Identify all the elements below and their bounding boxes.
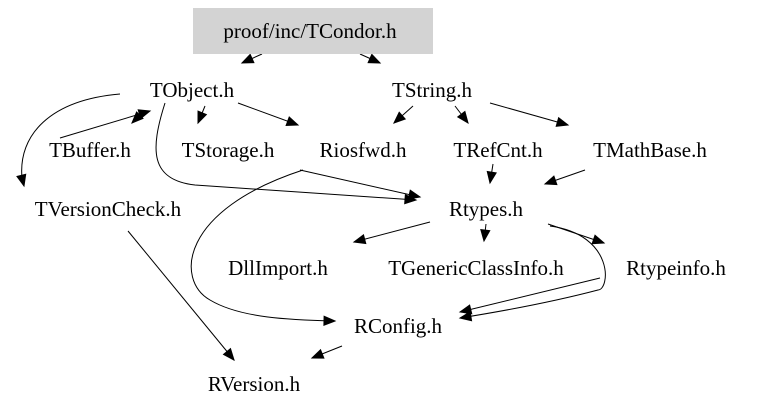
node-tcondor: proof/inc/TCondor.h [223,19,397,43]
edge-tobject-to-tversioncheck [21,93,121,187]
edge-layer [16,53,606,362]
node-tversioncheck: TVersionCheck.h [35,197,182,221]
edge-rtypeinfo-to-rconfig [459,277,601,313]
edge-rtypes-to-rtypeinfo-arrowhead [591,234,606,245]
node-tstring: TString.h [392,78,472,102]
node-tgenericclassinfo: TGenericClassInfo.h [388,256,564,280]
edge-tobject-to-riosfwd-arrowhead [285,116,300,126]
edge-tobject-to-tstorage-arrowhead [197,110,208,125]
node-rtypeinfo: Rtypeinfo.h [626,256,726,280]
edge-tstring-to-tmathbase [489,102,569,126]
edge-tversioncheck-to-rversion-arrowhead [222,347,235,362]
edge-tobject-to-tversioncheck-arrowhead [16,173,27,188]
root-node-box [193,8,433,54]
node-rversion: RVersion.h [208,372,301,396]
edge-tbuffer-to-tobject-arrowhead [137,109,152,120]
edge-rtypes-to-dllimport-arrowhead [352,234,367,245]
node-trefcnt: TRefCnt.h [453,138,543,162]
node-riosfwd: Riosfwd.h [320,138,407,162]
edge-tbuffer-to-tobject [59,110,151,139]
edge-rtypes-to-rconfig [459,225,606,319]
edge-tobject-to-rtypes [155,102,417,201]
node-tstorage: TStorage.h [182,138,275,162]
edge-tstring-to-riosfwd-arrowhead [393,111,407,124]
node-layer: proof/inc/TCondor.h TObject.h TString.h … [35,8,726,396]
node-rtypes: Rtypes.h [449,197,524,221]
edge-riosfwd-to-rtypes-arrowhead [407,189,422,200]
edge-rconfig-to-rversion-arrowhead [310,348,325,359]
node-rconfig: RConfig.h [354,314,443,338]
node-tmathbase: TMathBase.h [593,138,707,162]
edge-tstring-to-tmathbase-arrowhead [555,116,570,127]
node-tobject: TObject.h [150,78,235,102]
edge-tcondor-to-tobject-arrowhead [240,53,255,64]
node-dllimport: DllImport.h [228,256,328,280]
edge-trefcnt-to-rtypes-arrowhead [486,170,497,185]
edge-rtypeinfo-to-rconfig-arrowhead [458,304,473,315]
edge-tstring-to-trefcnt-arrowhead [456,110,469,125]
edge-rtypes-to-tgenericclassinfo-arrowhead [480,228,491,243]
edge-tcondor-to-tstring-arrowhead [367,53,382,64]
edge-tmathbase-to-rtypes-arrowhead [543,175,558,186]
edge-tversioncheck-to-rversion [127,230,235,361]
edge-rtypes-to-rconfig-arrowhead [458,310,473,322]
edge-rtypes-to-dllimport [353,221,431,243]
node-tbuffer: TBuffer.h [49,138,131,162]
edge-riosfwd-to-rtypes [299,169,421,198]
edge-riosfwd-to-rconfig [190,169,336,322]
edge-riosfwd-to-rconfig-arrowhead [323,315,337,326]
